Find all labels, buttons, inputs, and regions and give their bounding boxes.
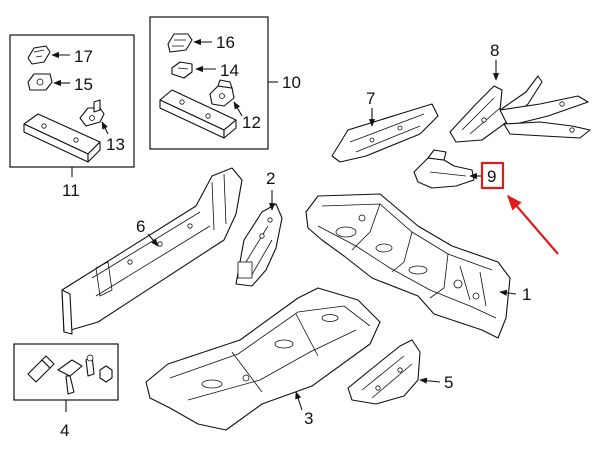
part-6-side-sill xyxy=(61,167,243,335)
adhesive-tube-icon xyxy=(27,355,55,383)
part-11-rail xyxy=(23,113,101,163)
part-15-bracket xyxy=(27,73,53,91)
part-14-clip xyxy=(171,61,193,79)
callout-13: 13 xyxy=(106,135,125,154)
part-9-bracket xyxy=(413,149,475,189)
parts-kit-4-box xyxy=(13,343,119,412)
callout-17: 17 xyxy=(74,47,93,66)
callout-16: 16 xyxy=(216,33,235,52)
callout-11: 11 xyxy=(62,181,80,200)
callout-14: 14 xyxy=(220,61,239,80)
part-3-front-floor-pan xyxy=(145,287,381,431)
callout-2: 2 xyxy=(266,169,275,188)
highlight-arrow xyxy=(506,194,559,255)
part-12-bracket xyxy=(209,79,235,107)
callout-3: 3 xyxy=(304,409,313,428)
callout-8: 8 xyxy=(490,41,499,60)
part-17-bracket xyxy=(27,45,51,65)
part-7-panel xyxy=(331,103,439,163)
nut-icon xyxy=(99,365,113,383)
callout-4: 4 xyxy=(60,421,69,440)
callout-6: 6 xyxy=(136,217,145,236)
highlight-box-9 xyxy=(480,161,505,190)
callout-5: 5 xyxy=(444,373,453,392)
callout-15: 15 xyxy=(74,75,93,94)
parts-kit-10-box xyxy=(149,16,278,150)
part-13-bracket xyxy=(79,99,105,127)
callout-9: 9 xyxy=(487,167,496,186)
rivet-icon xyxy=(85,354,95,377)
callout-7: 7 xyxy=(366,89,375,108)
part-5-reinforcement xyxy=(347,339,421,405)
callout-10: 10 xyxy=(282,73,301,92)
parts-kit-11-box xyxy=(9,34,135,177)
part-2-pillar-bracket xyxy=(235,203,283,287)
part-10-rail xyxy=(159,89,237,139)
part-16-bracket xyxy=(167,33,193,53)
callout-12: 12 xyxy=(242,113,261,132)
part-8-cross-member xyxy=(449,75,591,143)
part-1-rear-floor-pan xyxy=(305,193,511,339)
callout-1: 1 xyxy=(522,285,531,304)
sealant-gun-icon xyxy=(57,359,83,395)
